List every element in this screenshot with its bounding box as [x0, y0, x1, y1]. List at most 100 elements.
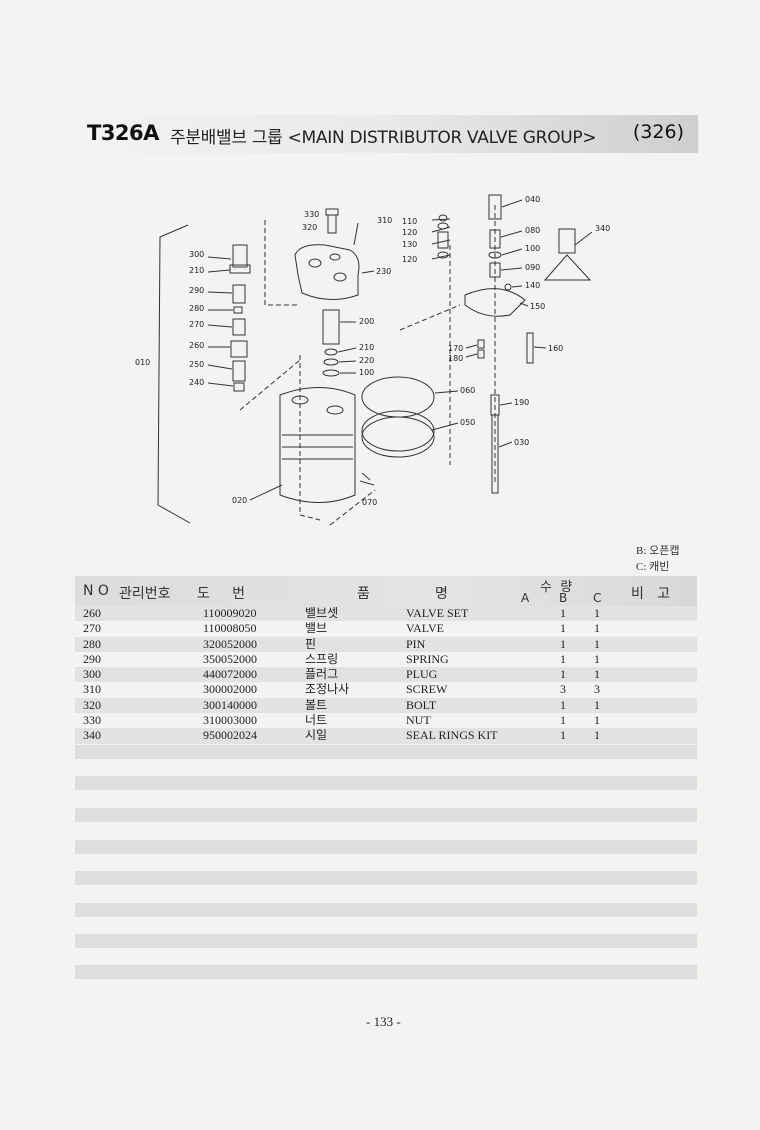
part-210	[324, 348, 338, 356]
cell-drawing: 440072000	[203, 667, 257, 682]
group-code: T326A	[87, 121, 159, 145]
part-180	[477, 349, 485, 359]
callout-210: 210	[189, 266, 204, 275]
cell-b: 1	[560, 651, 566, 666]
part-340-tray	[543, 254, 592, 281]
cell-b: 1	[560, 667, 566, 682]
callout-250: 250	[189, 360, 204, 369]
part-250	[232, 360, 246, 382]
part-290	[232, 284, 246, 304]
page-number: - 133 -	[366, 1014, 401, 1029]
part-160	[526, 332, 534, 364]
col-name-b: 명	[435, 586, 448, 602]
callout-290: 290	[189, 286, 204, 295]
callout-310: 310	[377, 216, 392, 225]
table-row: 310 300002000 조정나사 SCREW 3 3	[75, 682, 697, 697]
cell-no: 300	[83, 667, 101, 682]
cell-no: 310	[83, 682, 101, 697]
part-240	[233, 382, 245, 392]
col-drawing: 도 번	[197, 586, 246, 602]
cell-drawing: 350052000	[203, 651, 257, 666]
part-040	[488, 194, 502, 220]
part-170	[477, 339, 485, 349]
cell-eng: SEAL RINGS KIT	[406, 728, 498, 743]
col-qty: 수 량	[540, 580, 573, 595]
part-220	[323, 358, 339, 366]
legend: B: 오픈캡 C: 캐빈	[636, 543, 680, 575]
callout-120: 120	[402, 228, 417, 237]
callout-300: 300	[189, 250, 204, 259]
cell-eng: NUT	[406, 713, 431, 728]
cell-c: 1	[594, 651, 600, 666]
cell-c: 1	[594, 606, 600, 620]
cell-b: 1	[560, 697, 566, 712]
cell-kor: 밸브	[305, 621, 328, 636]
part-130	[437, 231, 449, 249]
col-c: C	[593, 591, 602, 605]
col-mgmt: 관리번호	[119, 586, 171, 602]
callout-260: 260	[189, 341, 204, 350]
part-150	[464, 288, 526, 317]
table-row: 280 320052000 핀 PIN 1 1	[75, 636, 697, 652]
callout-270: 270	[189, 320, 204, 329]
part-030	[491, 414, 499, 494]
callout-030: 030	[514, 438, 529, 447]
callout-180: 180	[448, 354, 463, 363]
cell-eng: SPRING	[406, 651, 449, 666]
part-210-left	[229, 264, 251, 274]
cell-b: 1	[560, 713, 566, 728]
cell-no: 320	[83, 697, 101, 712]
callout-320: 320	[302, 223, 317, 232]
callout-340: 340	[595, 224, 610, 233]
cell-drawing: 110009020	[203, 606, 257, 620]
callout-010: 010	[135, 358, 150, 367]
legend-c: C: 캐빈	[636, 561, 670, 573]
empty-row-stripe	[75, 871, 697, 885]
table-row: 330 310003000 너트 NUT 1 1	[75, 713, 697, 728]
cell-drawing: 110008050	[203, 621, 257, 636]
table-row: 320 300140000 볼트 BOLT 1 1	[75, 697, 697, 714]
page-title: 주분배밸브 그룹 <MAIN DISTRIBUTOR VALVE GROUP>	[170, 128, 597, 148]
cell-c: 1	[594, 667, 600, 682]
part-100-right	[488, 251, 502, 259]
callout-210b: 210	[359, 343, 374, 352]
cell-c: 1	[594, 713, 600, 728]
cell-eng: VALVE	[406, 621, 445, 636]
cell-drawing: 320052000	[203, 636, 257, 651]
col-no: N O	[83, 583, 109, 599]
part-070	[361, 472, 371, 481]
cell-b: 1	[560, 728, 566, 743]
callout-070: 070	[362, 498, 377, 507]
cell-no: 270	[83, 621, 101, 636]
dash-line-2	[299, 355, 321, 521]
bracket-010	[157, 224, 191, 524]
title-bar: T326A 주분배밸브 그룹 <MAIN DISTRIBUTOR VALVE G…	[75, 115, 698, 153]
callout-230: 230	[376, 267, 391, 276]
table-row: 300 440072000 플러그 PLUG 1 1	[75, 667, 697, 683]
cell-b: 1	[560, 621, 566, 636]
callout-040: 040	[525, 195, 540, 204]
cell-drawing: 950002024	[203, 728, 257, 743]
cell-eng: BOLT	[406, 697, 437, 712]
dash-line-1	[264, 220, 300, 306]
part-260	[230, 340, 248, 358]
part-100-center	[322, 369, 340, 377]
callout-060: 060	[460, 386, 475, 395]
empty-row-stripe	[75, 840, 697, 854]
table-header: N O 관리번호 도 번 품 명 수 량 A B C 비 고	[75, 576, 697, 606]
cell-b: 1	[560, 606, 566, 620]
cell-kor: 볼트	[305, 697, 328, 712]
part-110	[438, 214, 448, 222]
cell-b: 1	[560, 636, 566, 651]
callout-330: 330	[304, 210, 319, 219]
dash-line-6	[239, 359, 301, 411]
cell-no: 280	[83, 636, 101, 651]
part-200	[322, 309, 340, 345]
cell-drawing: 310003000	[203, 713, 257, 728]
cell-kor: 너트	[305, 713, 328, 728]
callout-130: 130	[402, 240, 417, 249]
cell-drawing: 300140000	[203, 697, 257, 712]
exploded-diagram: 010 300 210 290 280 270 260 250 240 330 …	[135, 194, 610, 526]
table-row: 340 950002024 시일 SEAL RINGS KIT 1 1	[75, 728, 697, 744]
cell-c: 1	[594, 728, 600, 743]
